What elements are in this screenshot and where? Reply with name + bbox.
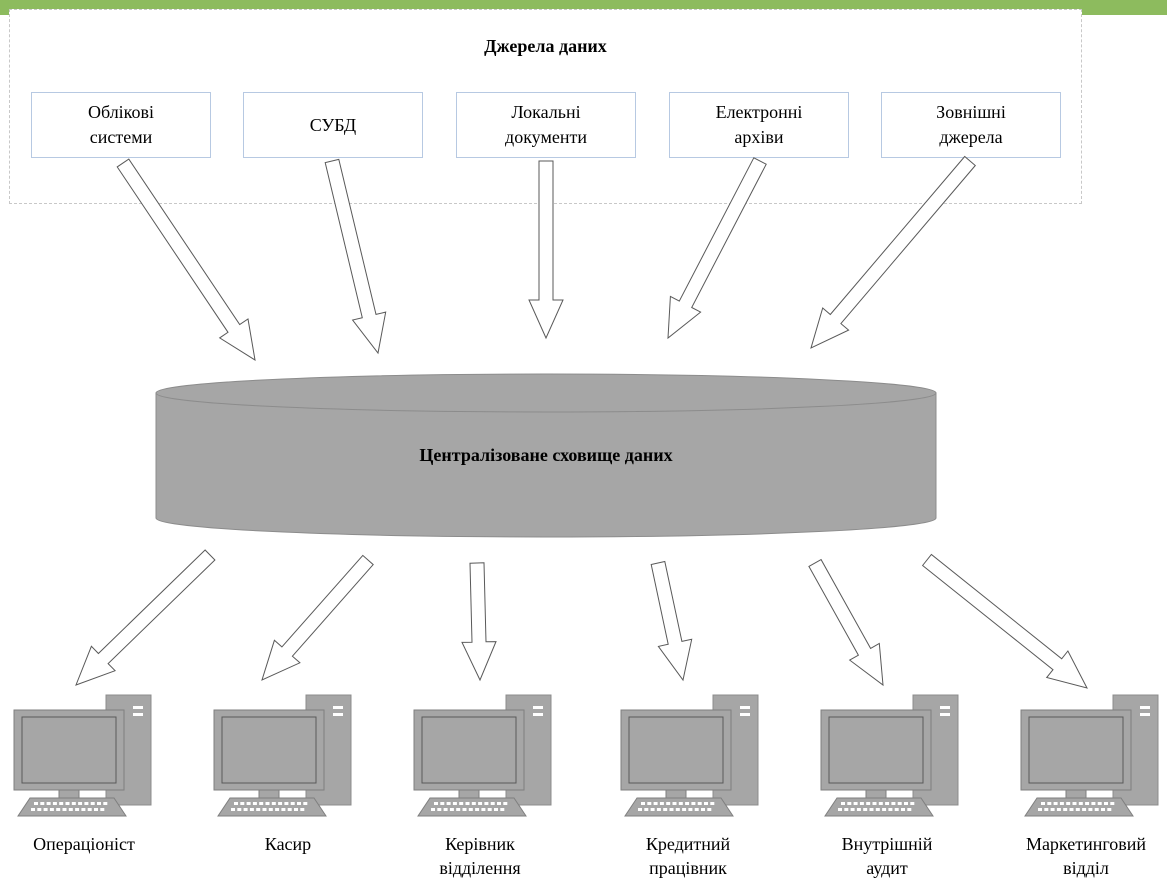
arrow-to-cashier [261,554,374,681]
source-box-electronic-archives: Електронні архіви [669,92,849,158]
computer-icon-loan-officer [620,694,759,817]
data-sources-title: Джерела даних [484,36,607,56]
arrow-from-dbms [324,158,387,355]
arrow-to-branch-manager [461,562,497,682]
arrow-from-external-sources [810,155,977,349]
arrow-to-internal-audit [808,558,884,687]
computer-icon-branch-manager [413,694,552,817]
source-box-local-documents: Локальні документи [456,92,636,158]
storage-label: Централізоване сховище даних [419,445,673,465]
user-label-cashier: Касир [264,834,312,854]
user-label-loan-officer: Кредитний працівник [645,834,731,878]
arrow-to-marketing-department [921,553,1088,689]
source-box-external-sources: Зовнішні джерела [881,92,1061,158]
user-label-operator: Операціоніст [33,834,135,854]
arrow-to-operator [75,549,216,686]
arrow-from-electronic-archives [667,157,767,340]
arrow-to-loan-officer [650,560,693,682]
user-label-branch-manager: Керівник відділення [439,834,521,878]
arrow-from-local-documents [528,160,564,340]
computer-icon-marketing-department [1020,694,1159,817]
computer-icon-cashier [213,694,352,817]
centralized-storage-cylinder [155,373,937,538]
arrow-from-accounting-systems [116,158,256,362]
user-label-marketing-department: Маркетинговий відділ [1025,834,1147,878]
source-box-accounting-systems: Облікові системи [31,92,211,158]
computer-icon-operator [13,694,152,817]
user-label-internal-audit: Внутрішній аудит [841,834,933,878]
source-box-dbms: СУБД [243,92,423,158]
computer-icon-internal-audit [820,694,959,817]
